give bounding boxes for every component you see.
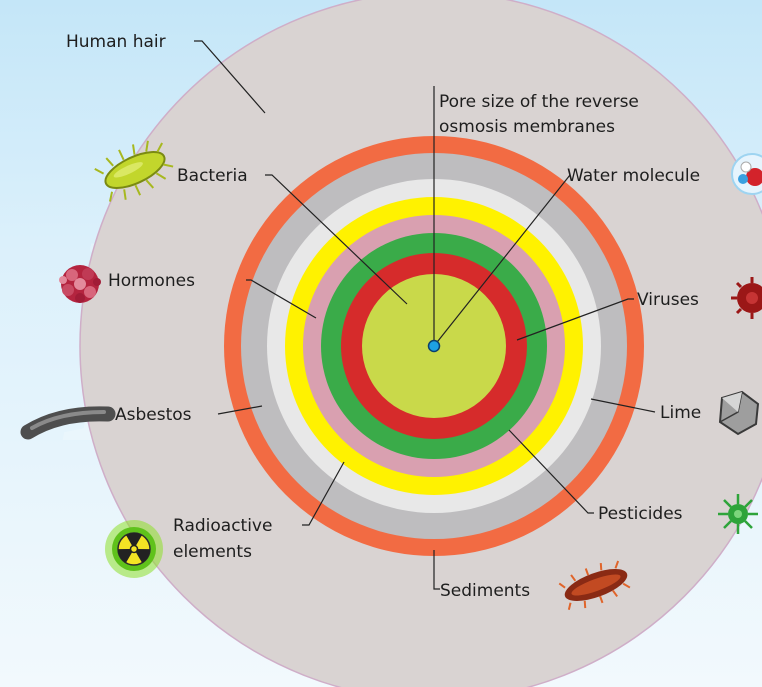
lime-label: Lime [660,403,701,423]
pesticide-icon [718,494,758,534]
viruses-label: Viruses [637,290,699,310]
water-molecule-label: Water molecule [567,166,700,186]
radioactive-label-line2: elements [173,542,252,562]
human-hair-label: Human hair [66,32,166,52]
radioactive-label-line1: Radioactive [173,516,272,536]
pesticides-label: Pesticides [598,504,683,524]
pore-dot [429,341,440,352]
water-molecule-icon [732,154,762,194]
radiation-icon [105,520,163,578]
asbestos-label: Asbestos [115,405,192,425]
sediments-label: Sediments [440,581,530,601]
bacteria-label: Bacteria [177,166,248,186]
hormones-label: Hormones [108,271,195,291]
pore-size-label-line2: osmosis membranes [439,117,615,137]
pore-size-label-line1: Pore size of the reverse [439,92,639,112]
